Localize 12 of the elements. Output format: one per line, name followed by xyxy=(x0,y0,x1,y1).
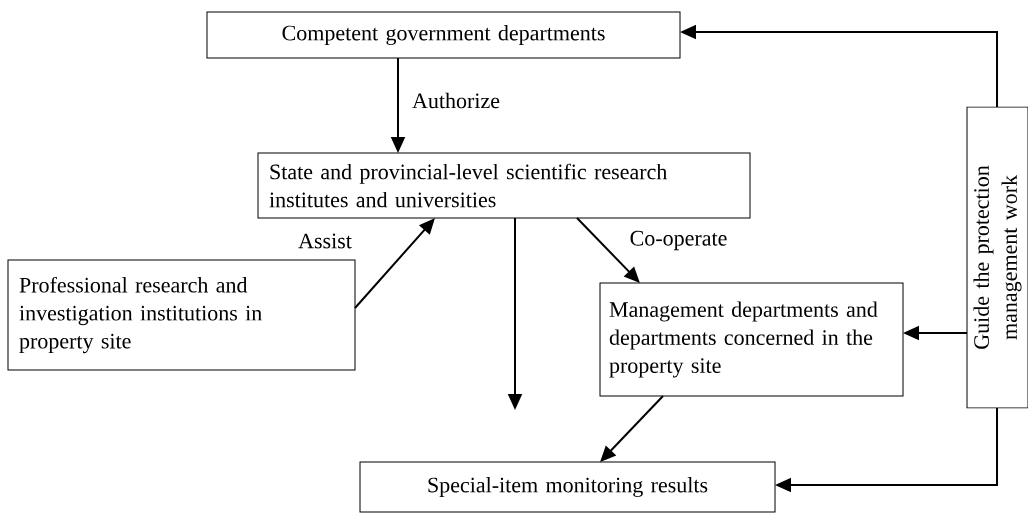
arrow xyxy=(600,395,664,462)
edge-label: Co-operate xyxy=(628,229,729,252)
edge-label: Authorize xyxy=(411,91,501,110)
process-box: Special-item monitoring results xyxy=(359,461,776,513)
process-box: Professional research and investigation institutions in property site xyxy=(7,259,356,371)
process-box: Management departments and departments concerned in the property site xyxy=(599,282,904,397)
process-box: State and provincial-level scientific research institutes and universities xyxy=(257,152,751,219)
rotated-text-box: Guide the protection management work xyxy=(966,106,1028,409)
edge-label: Assist xyxy=(297,232,353,250)
process-box: Competent government departments xyxy=(206,11,681,59)
arrow xyxy=(576,217,640,283)
arrow xyxy=(354,218,435,309)
